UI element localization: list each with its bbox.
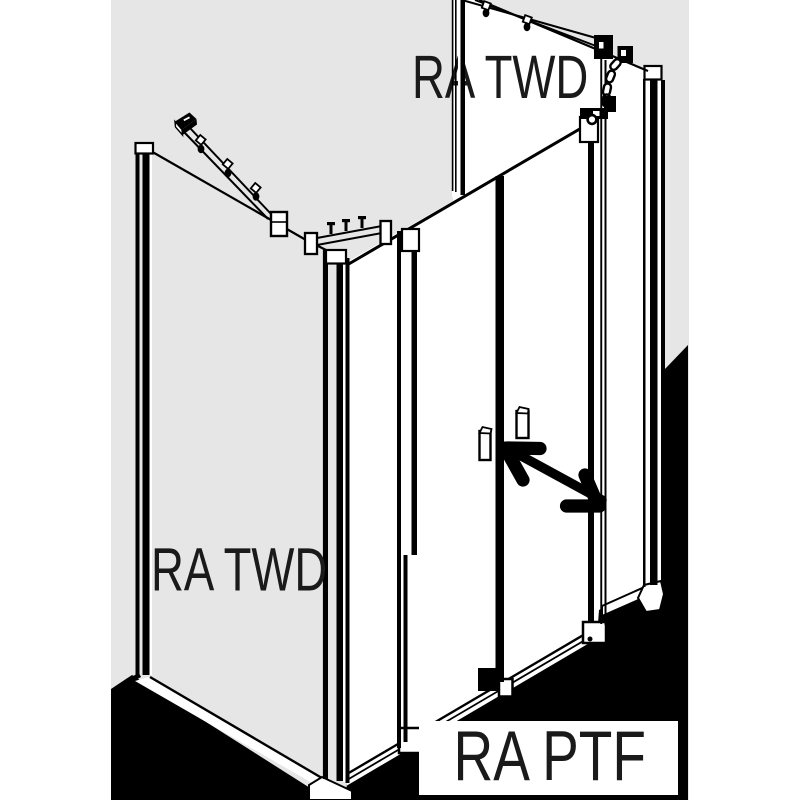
svg-text:RA TWD: RA TWD xyxy=(151,536,327,604)
svg-text:RA TWD: RA TWD xyxy=(412,44,588,112)
svg-text:RA PTF: RA PTF xyxy=(454,718,646,796)
